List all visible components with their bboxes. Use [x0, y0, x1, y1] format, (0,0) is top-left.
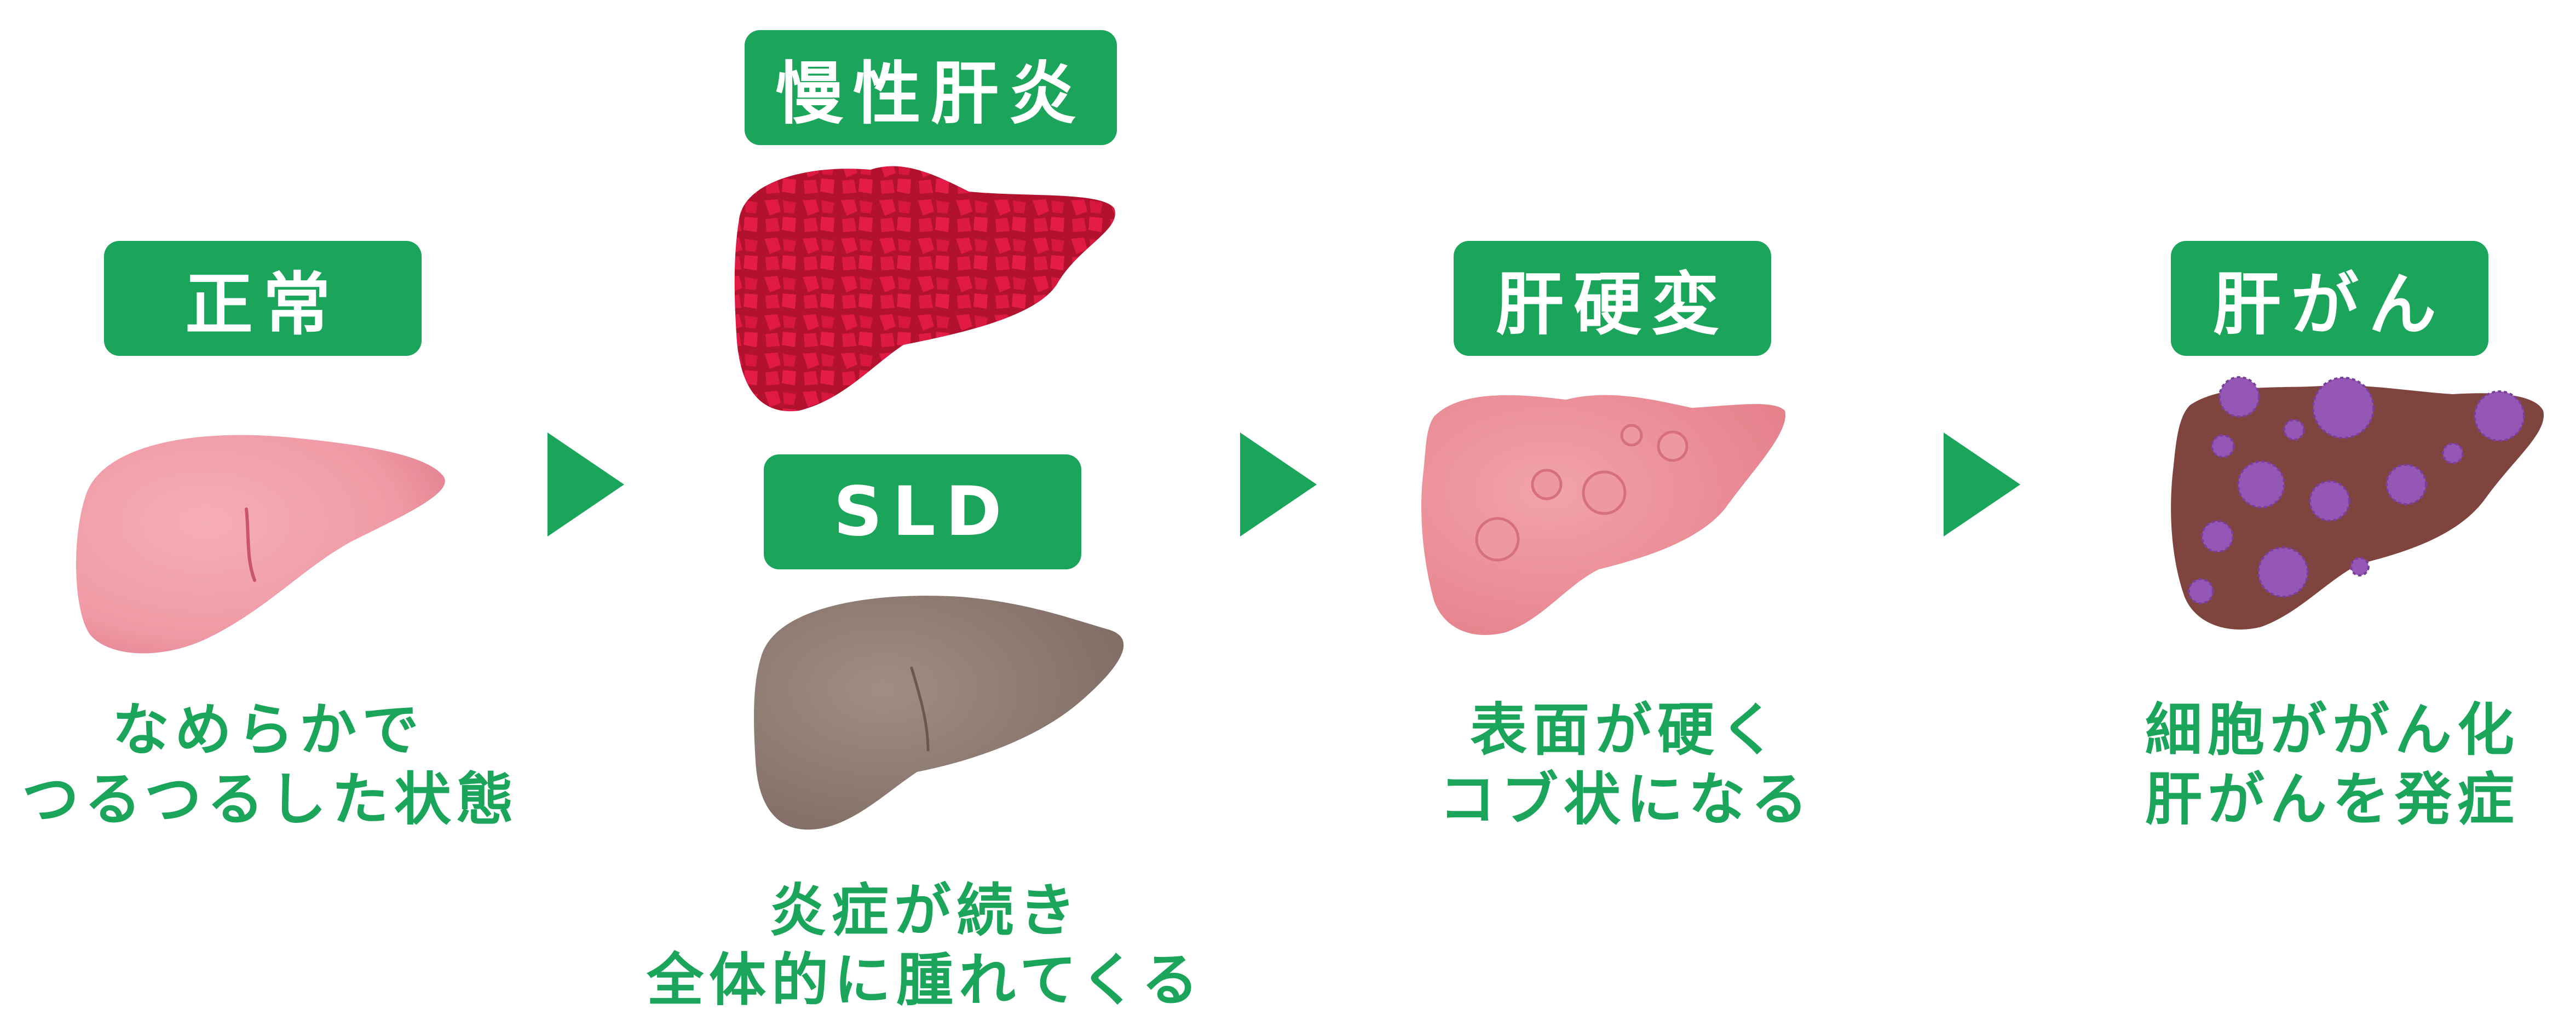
- arrow-right-icon: [1240, 432, 1317, 537]
- arrow-right-icon: [548, 432, 624, 537]
- normal-liver-illustration: [76, 435, 445, 654]
- stage-caption-liver-cancer: 細胞ががん化 肝がんを発症: [2102, 695, 2562, 834]
- sld-liver-illustration: [754, 596, 1124, 830]
- stage-caption-sld: 炎症が続き 全体的に腫れてくる: [630, 876, 1221, 1015]
- stage-label-sld: SLD: [764, 454, 1081, 569]
- stage-caption-cirrhosis: 表面が硬く コブ状になる: [1380, 695, 1872, 834]
- cirrhosis-liver-illustration: [1421, 395, 1785, 635]
- caption-line: 全体的に腫れてくる: [647, 946, 1204, 1013]
- stage-label-normal: 正常: [104, 241, 422, 356]
- caption-line: 炎症が続き: [769, 877, 1081, 944]
- stage-label-cirrhosis: 肝硬変: [1454, 241, 1771, 356]
- caption-line: 表面が硬く: [1469, 696, 1782, 763]
- chronic-hepatitis-liver-illustration: [734, 166, 1115, 412]
- caption-line: 細胞ががん化: [2145, 696, 2520, 763]
- stage-label-liver-cancer: 肝がん: [2171, 241, 2488, 356]
- caption-line: なめらかで: [112, 696, 424, 763]
- caption-line: つるつるした状態: [22, 765, 519, 833]
- caption-line: 肝がんを発症: [2145, 765, 2520, 833]
- caption-line: コブ状になる: [1438, 765, 1813, 833]
- stage-caption-normal: なめらかで つるつるした状態: [22, 695, 515, 834]
- stage-label-chronic-hepatitis: 慢性肝炎: [745, 30, 1117, 145]
- arrow-right-icon: [1944, 432, 2020, 537]
- liver-cancer-illustration: [2171, 376, 2544, 630]
